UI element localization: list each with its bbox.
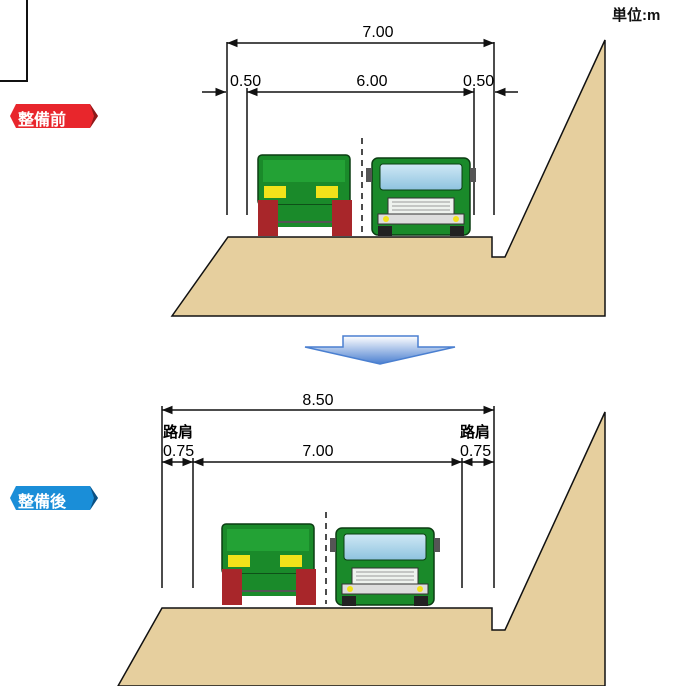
before-ground: [170, 39, 606, 317]
after-truck-rear: [221, 523, 316, 605]
after-left-shoulder-width: 0.75: [163, 443, 194, 460]
before-left-margin: 0.50: [230, 73, 261, 90]
before-badge-label: 整備前: [18, 112, 67, 129]
after-lane-width: 7.00: [302, 443, 333, 460]
after-ground: [117, 411, 606, 686]
before-lane-width: 6.00: [356, 73, 387, 90]
legend-box-corner: [0, 0, 28, 82]
before-right-margin: 0.50: [463, 73, 494, 90]
after-truck-front: [330, 527, 440, 606]
before-truck-rear: [257, 154, 352, 236]
after-total-width: 8.50: [302, 392, 333, 409]
before-badge-shape: [10, 104, 98, 128]
after-left-shoulder-label: 路肩: [163, 423, 193, 441]
after-dimension-lines: [161, 405, 495, 588]
before-dimension-lines: [202, 38, 518, 215]
after-badge-label: 整備後: [18, 494, 67, 511]
before-badge: 整備前: [10, 104, 100, 129]
before-total-width: 7.00: [362, 24, 393, 41]
unit-label: 単位:m: [612, 7, 661, 24]
before-truck-front: [366, 157, 476, 236]
after-badge-shape: [10, 486, 98, 510]
down-arrow: [304, 335, 456, 365]
after-badge: 整備後: [10, 486, 100, 511]
after-right-shoulder-label: 路肩: [460, 423, 490, 441]
after-right-shoulder-width: 0.75: [460, 443, 491, 460]
